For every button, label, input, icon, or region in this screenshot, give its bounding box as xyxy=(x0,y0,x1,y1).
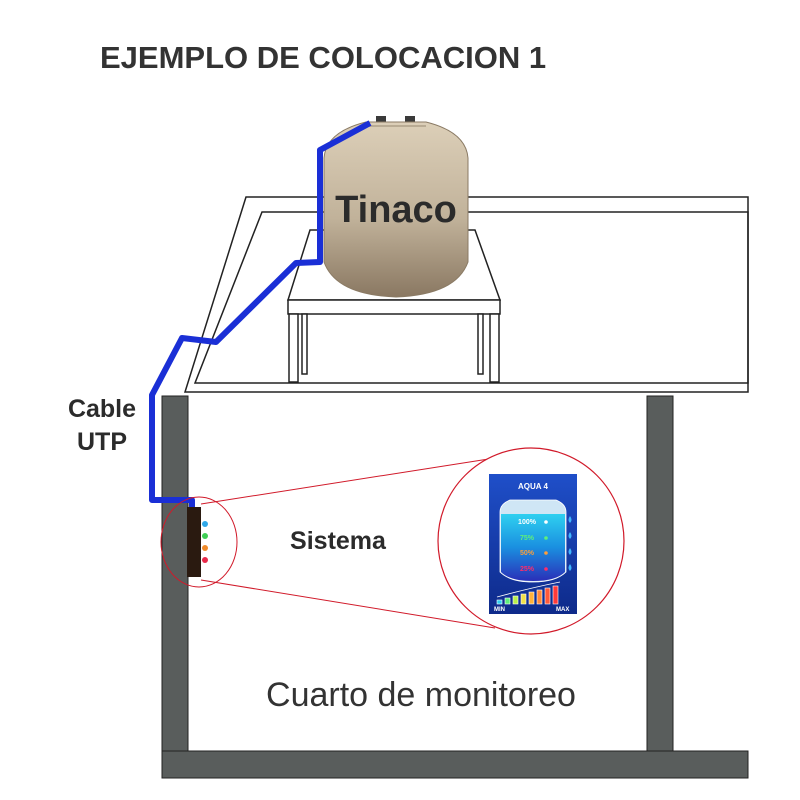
tank-label: Tinaco xyxy=(335,189,457,231)
cable-label-line2: UTP xyxy=(77,428,127,456)
device-level-100: 100% xyxy=(518,519,537,526)
cable-label-line1: Cable xyxy=(68,395,136,423)
room-walls xyxy=(161,395,749,779)
magnifier-lines xyxy=(200,457,496,629)
droplet-icons xyxy=(568,516,572,571)
device-level-75: 75% xyxy=(520,535,535,542)
water-tank: Tinaco xyxy=(323,116,469,298)
utp-cable xyxy=(149,120,372,508)
room-label: Cuarto de monitoreo xyxy=(266,676,576,714)
cable-label: Cable UTP xyxy=(68,395,136,456)
device-zoom: AQUA 4 100% 75% 50% 25% xyxy=(437,447,625,635)
system-label: Sistema xyxy=(290,527,387,555)
diagram-title: EJEMPLO DE COLOCACION 1 xyxy=(100,40,546,75)
device-min-label: MIN xyxy=(494,607,505,613)
device-level-50: 50% xyxy=(520,550,535,557)
device-brand: AQUA 4 xyxy=(518,482,548,491)
wall-device xyxy=(160,496,238,588)
level-bars xyxy=(496,585,559,605)
device-max-label: MAX xyxy=(556,607,569,613)
device-level-25: 25% xyxy=(520,566,535,573)
